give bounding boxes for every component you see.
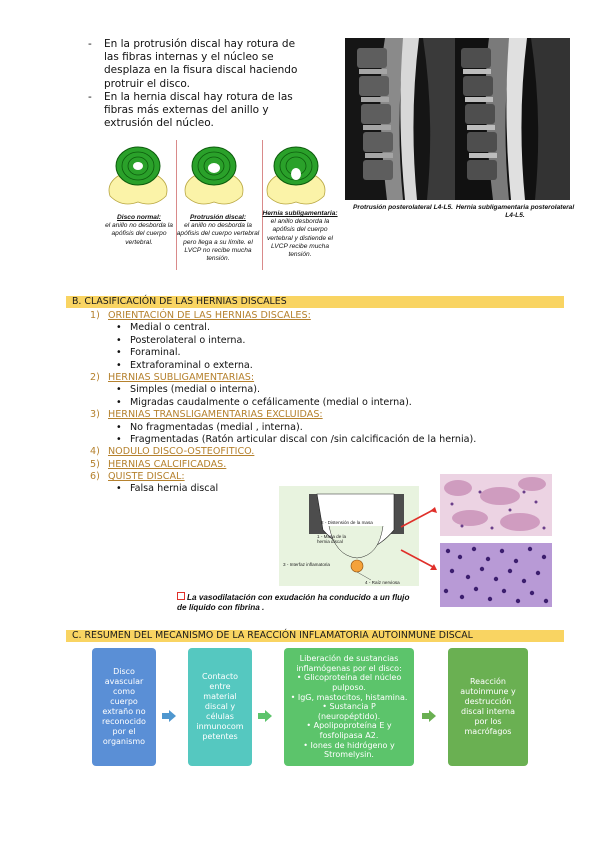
- classification-list: 1) ORIENTACIÓN DE LAS HERNIAS DISCALES: M…: [90, 310, 560, 496]
- flow-arrow-icon: [162, 710, 176, 722]
- histology-image-top: [440, 474, 552, 536]
- list-item: Foraminal.: [90, 347, 560, 360]
- group-number: 1): [90, 310, 100, 321]
- bullet-protrusion: En la protrusión discal hay rotura de la…: [88, 38, 308, 91]
- list-item: Fragmentadas (Ratón articular discal con…: [90, 434, 560, 447]
- disc-hernia-caption: Hernia subligamentaria: el anillo desbor…: [262, 210, 338, 259]
- group-number: 3): [90, 409, 100, 421]
- divider: [176, 140, 177, 270]
- group-number: 6): [90, 471, 100, 483]
- group-title: NODULO DISCO-OSTEOFITICO.: [108, 446, 255, 458]
- label-interfaz: 3 - Interfaz inflamatoria: [283, 562, 330, 567]
- mri-protrusion-caption: Protrusión posterolateral L4-L5.: [352, 204, 454, 211]
- flow-arrow-icon: [422, 710, 436, 722]
- disc-protrusion-text: el anillo no desborda la apófisis del cu…: [176, 222, 260, 263]
- disc-protrusion-illustration: [184, 146, 244, 205]
- group-title: HERNIAS TRANSLIGAMENTARIAS EXCLUIDAS:: [108, 409, 323, 421]
- group-title: HERNIAS CALCIFICADAS.: [108, 458, 227, 470]
- flow-arrow-icon: [258, 710, 272, 722]
- flow-step-1: Disco avascular como cuerpo extraño no r…: [92, 648, 156, 766]
- group-heading: 5) HERNIAS CALCIFICADAS.: [90, 459, 560, 471]
- disc-normal-text: el anillo no desborda la apófisis del cu…: [105, 222, 173, 246]
- list-item: Medial o central.: [90, 322, 560, 335]
- list-item: No fragmentadas (medial , interna).: [90, 422, 560, 435]
- hernia-mechanism-diagram: 2 - Distensión de la masa 1 - Masa de la…: [279, 486, 419, 586]
- group-heading: 4) NODULO DISCO-OSTEOFITICO.: [90, 446, 560, 458]
- group-title: ORIENTACIÓN DE LAS HERNIAS DISCALES:: [108, 310, 311, 321]
- disc-normal-title: Disco normal:: [117, 214, 161, 221]
- group-number: 4): [90, 446, 100, 458]
- disc-normal-illustration: [108, 146, 168, 205]
- diagram-caption-text: La vasodilatación con exudación ha condu…: [177, 593, 410, 612]
- group-number: 2): [90, 371, 100, 383]
- label-raiz: 4 - Raíz nerviosa: [365, 580, 400, 585]
- divider: [262, 140, 263, 270]
- disc-hernia-illustration: [266, 146, 326, 205]
- flow-step-4: Reacción autoinmune y destrucción discal…: [448, 648, 528, 766]
- disc-normal-caption: Disco normal: el anillo no desborda la a…: [100, 214, 178, 247]
- section-b-header: B. CLASIFICACIÓN DE LAS HERNIAS DISCALES: [66, 296, 564, 308]
- bullet-hernia: En la hernia discal hay rotura de las fi…: [88, 91, 308, 131]
- group-heading: 3) HERNIAS TRANSLIGAMENTARIAS EXCLUIDAS:: [90, 409, 560, 421]
- intro-bullets: En la protrusión discal hay rotura de la…: [88, 38, 308, 130]
- arrow-to-top-histology: [400, 507, 437, 528]
- list-item: Simples (medial o interna).: [90, 384, 560, 397]
- mri-hernia-caption: Hernia subligamentaria posterolateral L4…: [455, 204, 575, 220]
- diagram-drawing: [309, 493, 404, 581]
- diagram-caption: La vasodilatación con exudación ha condu…: [177, 592, 417, 613]
- disc-protrusion-caption: Protrusión discal: el anillo no desborda…: [176, 214, 260, 263]
- list-item: Posterolateral o interna.: [90, 335, 560, 348]
- mri-protrusion-image: [345, 38, 460, 200]
- group-number: 5): [90, 458, 100, 470]
- mri-hernia-image: [455, 38, 570, 200]
- disc-hernia-title: Hernia subligamentaria:: [262, 210, 338, 217]
- list-item: Falsa hernia discal: [90, 483, 560, 496]
- group-title: QUISTE DISCAL:: [108, 471, 185, 483]
- disc-protrusion-title: Protrusión discal:: [189, 214, 247, 221]
- flow-step-3: Liberación de sustancias inflamógenas po…: [284, 648, 414, 766]
- section-c-header: C. RESUMEN DEL MECANISMO DE LA REACCIÓN …: [66, 630, 564, 642]
- list-item: Extraforaminal o externa.: [90, 360, 560, 373]
- label-distension: 2 - Distensión de la masa: [321, 520, 373, 525]
- group-heading: 1) ORIENTACIÓN DE LAS HERNIAS DISCALES:: [90, 310, 560, 322]
- checkbox-bullet-icon: [177, 592, 185, 600]
- flow-step-2: Contacto entre material discal y células…: [188, 648, 252, 766]
- histology-image-bottom: [440, 543, 552, 607]
- list-item: Migradas caudalmente o cefálicamente (me…: [90, 397, 560, 410]
- group-heading: 2) HERNIAS SUBLIGAMENTARIAS:: [90, 372, 560, 384]
- group-heading: 6) QUISTE DISCAL:: [90, 471, 560, 483]
- arrow-to-bottom-histology: [400, 549, 437, 570]
- disc-hernia-text: el anillo desborda la apófisis del cuerp…: [267, 218, 333, 259]
- group-title: HERNIAS SUBLIGAMENTARIAS:: [108, 371, 255, 383]
- label-masa: 1 - Masa de la hernia discal: [317, 534, 347, 544]
